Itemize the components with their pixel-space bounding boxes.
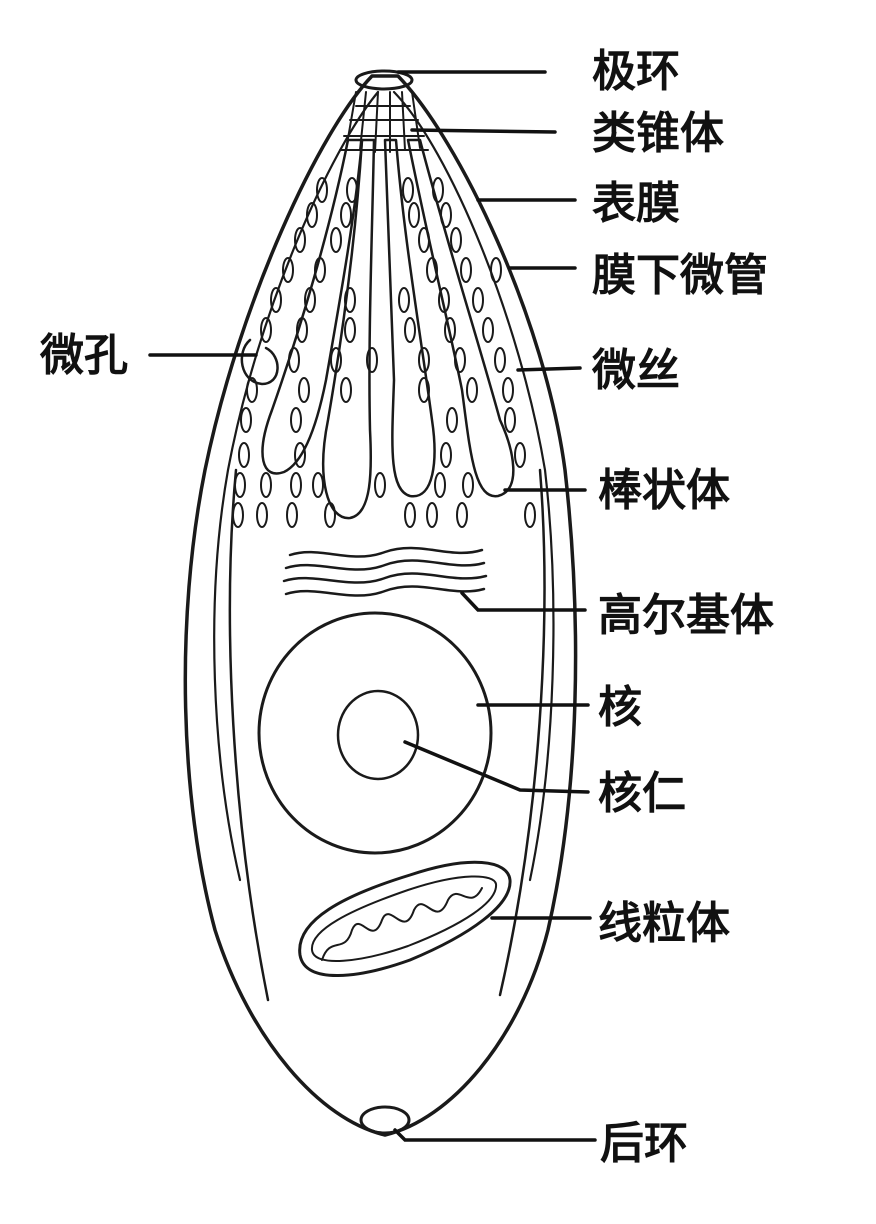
label-polar-ring: 极环 xyxy=(592,46,680,97)
microneme-oval xyxy=(456,502,468,528)
microneme-oval xyxy=(460,257,472,283)
label-posterior-ring: 后环 xyxy=(600,1118,688,1169)
microneme-oval xyxy=(294,227,306,253)
microneme-oval xyxy=(260,472,272,498)
microneme-oval xyxy=(344,317,356,343)
microneme-oval xyxy=(432,177,444,203)
microneme-oval xyxy=(324,502,336,528)
microneme-oval xyxy=(238,442,250,468)
label-nucleus: 核 xyxy=(598,682,642,733)
microneme-oval xyxy=(294,442,306,468)
microneme-oval xyxy=(404,502,416,528)
microneme-oval xyxy=(296,317,308,343)
label-pellicle: 表膜 xyxy=(592,178,680,229)
microneme-oval xyxy=(438,287,450,313)
microneme-oval xyxy=(446,407,458,433)
microneme-oval xyxy=(514,442,526,468)
microneme-oval xyxy=(426,257,438,283)
polar-ring xyxy=(354,69,414,91)
microneme-oval xyxy=(494,347,506,373)
label-subpellicular-microtubule: 膜下微管 xyxy=(592,250,768,301)
microneme-oval xyxy=(240,407,252,433)
microneme-oval xyxy=(298,377,310,403)
cell-inner-membrane-right xyxy=(392,90,555,882)
microneme-oval xyxy=(330,347,342,373)
microneme-oval xyxy=(316,177,328,203)
microneme-oval xyxy=(246,377,258,403)
label-conoid: 类锥体 xyxy=(592,108,724,159)
microneme-oval xyxy=(426,502,438,528)
microneme-oval xyxy=(454,347,466,373)
microneme-oval xyxy=(402,177,414,203)
rhoptries xyxy=(261,138,515,520)
microneme-oval xyxy=(282,257,294,283)
label-nucleolus: 核仁 xyxy=(598,768,686,819)
microneme-oval xyxy=(472,287,484,313)
microneme-oval xyxy=(466,377,478,403)
nucleolus xyxy=(336,689,420,781)
posterior-ring xyxy=(359,1105,411,1135)
conoid xyxy=(339,91,429,153)
label-mitochondrion: 线粒体 xyxy=(598,898,730,949)
nucleus xyxy=(257,611,493,855)
microneme-oval xyxy=(504,407,516,433)
microneme-oval xyxy=(304,287,316,313)
microneme-oval xyxy=(408,202,420,228)
microneme-oval xyxy=(314,257,326,283)
cell-inner-membrane xyxy=(213,90,380,882)
microneme-oval xyxy=(440,202,452,228)
microneme-oval xyxy=(418,377,430,403)
microneme-oval xyxy=(330,227,342,253)
microneme-oval xyxy=(418,347,430,373)
microneme-oval xyxy=(340,202,352,228)
leader-nucleolus xyxy=(403,740,590,794)
microneme-oval xyxy=(434,472,446,498)
microneme-oval xyxy=(286,502,298,528)
microneme-oval xyxy=(440,442,452,468)
microneme-oval xyxy=(290,472,302,498)
microneme-oval xyxy=(232,502,244,528)
microneme-oval xyxy=(462,472,474,498)
microneme-oval xyxy=(404,317,416,343)
microtubule-right xyxy=(498,468,546,997)
microneme-oval xyxy=(312,472,324,498)
microneme-oval xyxy=(450,227,462,253)
leader-conoid xyxy=(410,128,557,134)
microneme-oval xyxy=(344,287,356,313)
leader-golgi-body xyxy=(460,591,587,612)
label-microneme: 微丝 xyxy=(591,345,680,396)
leader-posterior-ring xyxy=(393,1128,597,1142)
golgi-body xyxy=(282,546,488,597)
micronemes xyxy=(232,177,536,528)
microneme-oval xyxy=(482,317,494,343)
microneme-oval xyxy=(260,317,272,343)
microneme-oval xyxy=(366,347,378,373)
microtubule-left xyxy=(228,468,270,1002)
microneme-oval xyxy=(374,472,386,498)
microneme-oval xyxy=(490,257,502,283)
leader-lines xyxy=(148,70,597,1142)
microneme-oval xyxy=(256,502,268,528)
microneme-oval xyxy=(524,502,536,528)
microneme-oval xyxy=(288,347,300,373)
cell-outer-membrane xyxy=(183,74,578,1137)
mitochondrion xyxy=(298,860,512,977)
microneme-oval xyxy=(306,202,318,228)
microneme-oval xyxy=(290,407,302,433)
label-rhoptry: 棒状体 xyxy=(598,465,730,516)
microneme-oval xyxy=(346,177,358,203)
microneme-oval xyxy=(444,317,456,343)
microneme-oval xyxy=(234,472,246,498)
microneme-oval xyxy=(502,377,514,403)
leader-microneme xyxy=(516,366,582,372)
microneme-oval xyxy=(340,377,352,403)
label-golgi-body: 高尔基体 xyxy=(598,590,774,641)
label-micropore: 微孔 xyxy=(39,330,128,381)
microneme-oval xyxy=(398,287,410,313)
microneme-oval xyxy=(418,227,430,253)
microneme-oval xyxy=(270,287,282,313)
